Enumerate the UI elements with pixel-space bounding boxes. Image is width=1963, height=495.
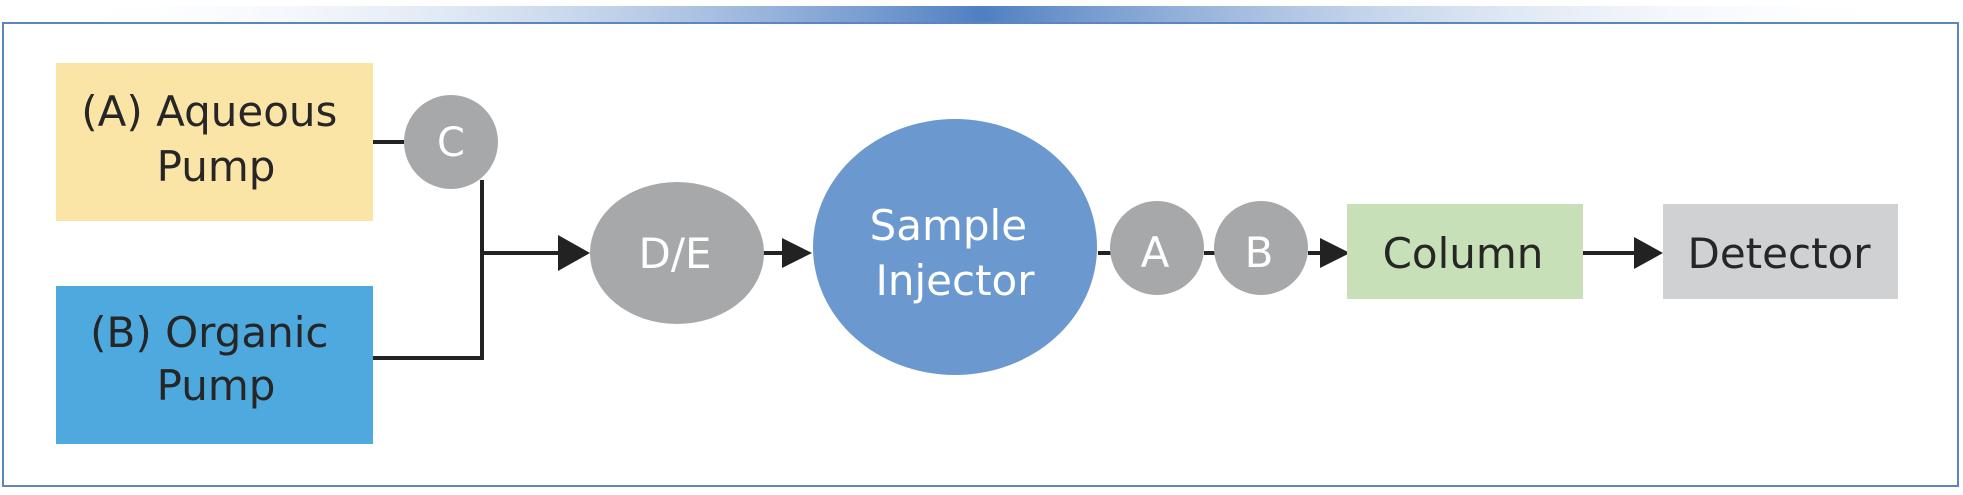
connector-c-to-merge: [373, 180, 484, 360]
aqueous-pump-label-line2: Pump: [157, 142, 276, 191]
sample-injector-label-line1: Sample: [870, 201, 1027, 250]
column-node: Column: [1347, 204, 1583, 299]
sample-injector-label-line2: Injector: [875, 256, 1035, 305]
a-label: A: [1141, 228, 1170, 277]
aqueous-pump-label-line1: (A) Aqueous: [81, 87, 337, 136]
arrowhead-to-detector: [1634, 237, 1663, 269]
b-label: B: [1245, 228, 1274, 277]
detector-label: Detector: [1687, 229, 1871, 278]
arrowheads: [558, 235, 1663, 271]
de-label: D/E: [638, 229, 711, 278]
svg-text:(B) Organic Pump: (B) Organic Pump: [90, 308, 342, 410]
svg-text:Sample Injector: Sample Injector: [870, 201, 1041, 305]
organic-pump-node: (B) Organic Pump: [56, 286, 373, 444]
top-gradient-bar: [60, 6, 1903, 23]
a-node: A: [1110, 201, 1204, 295]
organic-pump-label-line1: (B) Organic: [90, 308, 328, 357]
de-ellipse: [590, 182, 764, 324]
arrowhead-to-column: [1320, 238, 1350, 268]
arrowhead-to-injector: [782, 238, 812, 268]
svg-text:(A) Aqueous Pump: (A) Aqueous Pump: [81, 87, 351, 191]
detector-box: [1663, 204, 1898, 299]
aqueous-pump-box: [56, 63, 373, 221]
aqueous-pump-node: (A) Aqueous Pump: [56, 63, 373, 221]
detector-node: Detector: [1663, 204, 1898, 299]
organic-pump-label-line2: Pump: [157, 361, 276, 410]
sample-injector-ellipse: [813, 119, 1097, 375]
c-label: C: [437, 120, 465, 166]
column-label: Column: [1383, 229, 1544, 278]
b-node: B: [1214, 201, 1308, 295]
c-node: C: [404, 95, 498, 189]
b-circle: [1214, 201, 1308, 295]
a-circle: [1110, 201, 1204, 295]
de-node: D/E: [590, 182, 764, 324]
sample-injector-node: Sample Injector: [813, 119, 1097, 375]
organic-pump-box: [56, 286, 373, 444]
column-box: [1347, 204, 1583, 299]
arrowhead-to-de: [558, 235, 590, 271]
c-circle: [404, 95, 498, 189]
